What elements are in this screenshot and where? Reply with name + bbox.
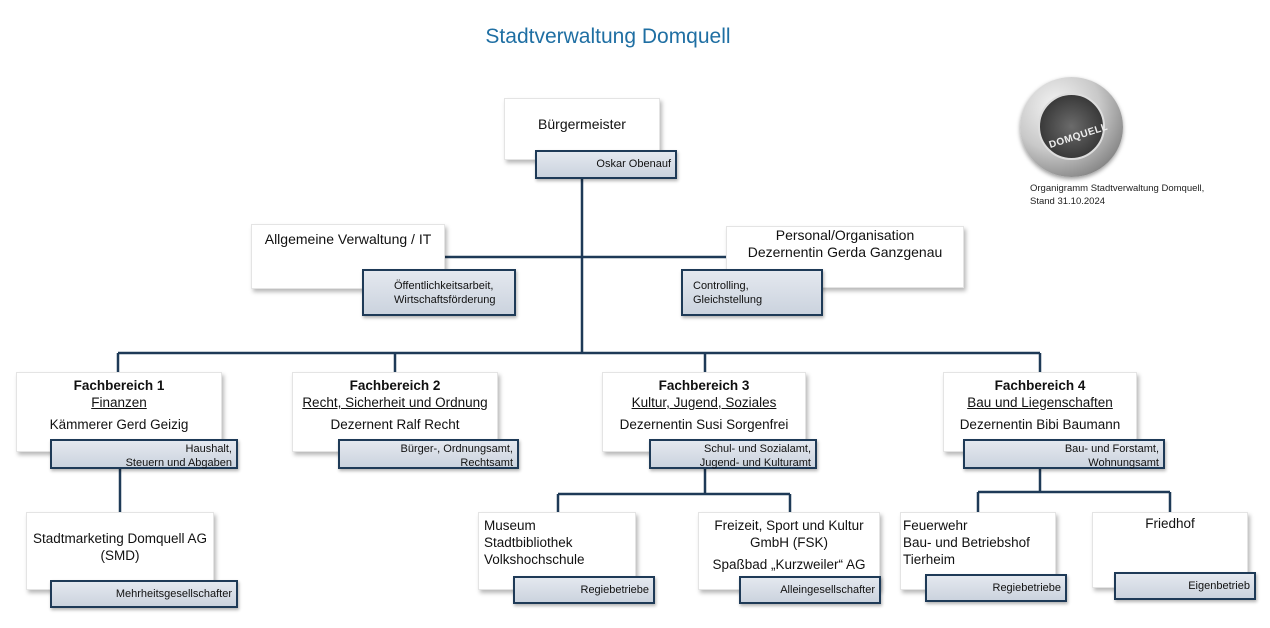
org-note-line1: Organigramm Stadtverwaltung Domquell, bbox=[1030, 183, 1205, 194]
fb2-sub-line2: Rechtsamt bbox=[460, 457, 513, 469]
allg-sub-line1: Öffentlichkeitsarbeit, bbox=[394, 280, 494, 292]
node-friedhof-sub: Eigenbetrieb bbox=[1114, 572, 1256, 600]
node-stadtmarketing: Stadtmarketing Domquell AG (SMD) bbox=[26, 512, 214, 590]
fb4-sub-line1: Bau- und Forstamt, bbox=[1064, 443, 1159, 455]
fb4-head: Fachbereich 4 bbox=[994, 378, 1086, 393]
feuerwehr-line2: Bau- und Betriebshof bbox=[903, 535, 1030, 550]
museum-line3: Volkshochschule bbox=[484, 552, 585, 567]
fb3-area: Kultur, Jugend, Soziales bbox=[631, 395, 777, 410]
fb2-person: Dezernent Ralf Recht bbox=[330, 417, 460, 432]
allg-sub-line2: Wirtschaftsförderung bbox=[394, 294, 496, 306]
fb4-area: Bau und Liegenschaften bbox=[967, 395, 1113, 410]
feuerwehr-line3: Tierheim bbox=[903, 552, 956, 567]
node-fachbereich-1-sub: Haushalt, Steuern und Abgaben bbox=[50, 439, 238, 469]
fb4-sub-line2: Wohnungsamt bbox=[1088, 457, 1159, 469]
node-fachbereich-3: Fachbereich 3 Kultur, Jugend, Soziales D… bbox=[602, 372, 806, 452]
node-buergermeister-name: Oskar Obenauf bbox=[596, 158, 671, 170]
node-fachbereich-3-sub: Schul- und Sozialamt, Jugend- und Kultur… bbox=[649, 439, 817, 469]
fb2-sub-line1: Bürger-, Ordnungsamt, bbox=[400, 443, 514, 455]
node-museum-sub: Regiebetriebe bbox=[513, 576, 655, 604]
node-fachbereich-2-sub: Bürger-, Ordnungsamt, Rechtsamt bbox=[338, 439, 519, 469]
personal-sub-line2: Gleichstellung bbox=[693, 294, 763, 306]
node-stadtmarketing-sub: Mehrheitsgesellschafter bbox=[50, 580, 238, 608]
friedhof-title: Friedhof bbox=[1145, 516, 1195, 531]
org-note: Organigramm Stadtverwaltung Domquell, St… bbox=[1030, 182, 1204, 208]
fsk-line3: Spaßbad „Kurzweiler“ AG bbox=[712, 557, 866, 572]
fb2-head: Fachbereich 2 bbox=[349, 378, 441, 393]
fb4-person: Dezernentin Bibi Baumann bbox=[959, 417, 1121, 432]
fb3-person: Dezernentin Susi Sorgenfrei bbox=[619, 417, 789, 432]
node-fachbereich-4: Fachbereich 4 Bau und Liegenschaften Dez… bbox=[943, 372, 1137, 452]
fb1-sub-line2: Steuern und Abgaben bbox=[125, 457, 232, 469]
fb3-sub-line1: Schul- und Sozialamt, bbox=[704, 443, 811, 455]
museum-line2: Stadtbibliothek bbox=[484, 535, 573, 550]
org-note-line2: Stand 31.10.2024 bbox=[1030, 196, 1106, 207]
node-fsk-sub: Alleingesellschafter bbox=[739, 576, 881, 604]
personal-title-line1: Personal/Organisation bbox=[775, 227, 915, 243]
node-feuerwehr-sub: Regiebetriebe bbox=[925, 574, 1067, 602]
fb1-area: Finanzen bbox=[91, 395, 147, 410]
node-fachbereich-4-sub: Bau- und Forstamt, Wohnungsamt bbox=[963, 439, 1165, 469]
fsk-line2: GmbH (FSK) bbox=[749, 535, 828, 550]
fsk-sub: Alleingesellschafter bbox=[780, 584, 875, 596]
museum-line1: Museum bbox=[484, 518, 536, 533]
fb2-area: Recht, Sicherheit und Ordnung bbox=[302, 395, 488, 410]
logo-text: DOMQUELL bbox=[1047, 121, 1110, 152]
node-allgemeine-verwaltung-sub: Öffentlichkeitsarbeit, Wirtschaftsförder… bbox=[362, 269, 516, 316]
domquell-logo: DOMQUELL bbox=[1020, 77, 1123, 177]
logo-emblem: DOMQUELL bbox=[1038, 93, 1110, 160]
smd-sub: Mehrheitsgesellschafter bbox=[115, 588, 232, 600]
feuerwehr-sub: Regiebetriebe bbox=[992, 582, 1062, 594]
node-personal-sub: Controlling, Gleichstellung bbox=[681, 269, 823, 316]
personal-sub-line1: Controlling, bbox=[693, 280, 749, 292]
personal-title-line2: Dezernentin Gerda Ganzgenau bbox=[747, 244, 943, 260]
node-buergermeister-sub: Oskar Obenauf bbox=[535, 150, 677, 179]
smd-line2: (SMD) bbox=[100, 548, 140, 563]
node-fachbereich-2: Fachbereich 2 Recht, Sicherheit und Ordn… bbox=[292, 372, 498, 452]
fsk-line1: Freizeit, Sport und Kultur bbox=[714, 518, 864, 533]
feuerwehr-line1: Feuerwehr bbox=[903, 518, 968, 533]
node-buergermeister-title: Bürgermeister bbox=[538, 116, 626, 132]
fb1-person: Kämmerer Gerd Geizig bbox=[49, 417, 189, 432]
fb1-sub-line1: Haushalt, bbox=[185, 443, 232, 455]
friedhof-sub: Eigenbetrieb bbox=[1188, 580, 1250, 592]
fb3-sub-line2: Jugend- und Kulturamt bbox=[699, 457, 811, 469]
node-buergermeister: Bürgermeister bbox=[504, 98, 660, 160]
museum-sub: Regiebetriebe bbox=[580, 584, 650, 596]
node-fachbereich-1: Fachbereich 1 Finanzen Kämmerer Gerd Gei… bbox=[16, 372, 222, 452]
fb1-head: Fachbereich 1 bbox=[73, 378, 165, 393]
node-allgemeine-verwaltung-title: Allgemeine Verwaltung / IT bbox=[264, 231, 432, 247]
page-title: Stadtverwaltung Domquell bbox=[485, 25, 731, 48]
fb3-head: Fachbereich 3 bbox=[658, 378, 750, 393]
smd-line1: Stadtmarketing Domquell AG bbox=[32, 531, 208, 546]
